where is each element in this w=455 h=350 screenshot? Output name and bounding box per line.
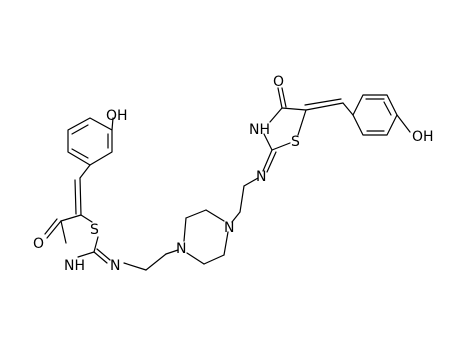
thiazolidinone-ring-right — [263, 107, 307, 151]
ethyl-linker-left — [165, 249, 179, 255]
atom-label-o-top: O — [273, 74, 284, 90]
ethyl-linker-right — [243, 177, 259, 187]
atom-label-s-bottom: S — [90, 222, 99, 238]
bond-ring-to-oh-right — [396, 114, 411, 133]
carbonyl-bond-left — [46, 220, 62, 239]
atom-label-n-imine-top: N — [256, 169, 266, 185]
atom-label-n-imine-bottom: N — [110, 258, 120, 274]
imine-bond-right — [262, 149, 273, 172]
atom-label-nh-bottom: NH — [64, 258, 85, 274]
atom-label-s-top: S — [291, 134, 300, 150]
atom-label-n-piperazine-left: N — [176, 241, 186, 257]
bond-ring-ch-left — [79, 164, 91, 179]
phenol-ring-left — [67, 117, 113, 166]
thiazolidinone-ring-left — [60, 214, 99, 258]
bond-ring-ch-right — [342, 102, 354, 116]
bond-ring-to-oh-left — [111, 117, 114, 131]
atom-label-oh-right: OH — [412, 129, 434, 145]
bond-exocyclic-double-left — [79, 177, 82, 216]
atom-label-nh-top: NH — [249, 122, 270, 138]
atom-label-n-piperazine-right: N — [224, 220, 234, 236]
imine-bond-left — [93, 251, 108, 264]
carbonyl-bond-right — [277, 87, 283, 109]
atom-label-oh-left: OH — [106, 108, 128, 124]
bond-exocyclic-double-right — [305, 102, 344, 111]
atom-label-o-bottom: O — [33, 236, 44, 252]
piperazine-ring — [183, 209, 229, 265]
phenol-ring-right — [352, 94, 398, 136]
